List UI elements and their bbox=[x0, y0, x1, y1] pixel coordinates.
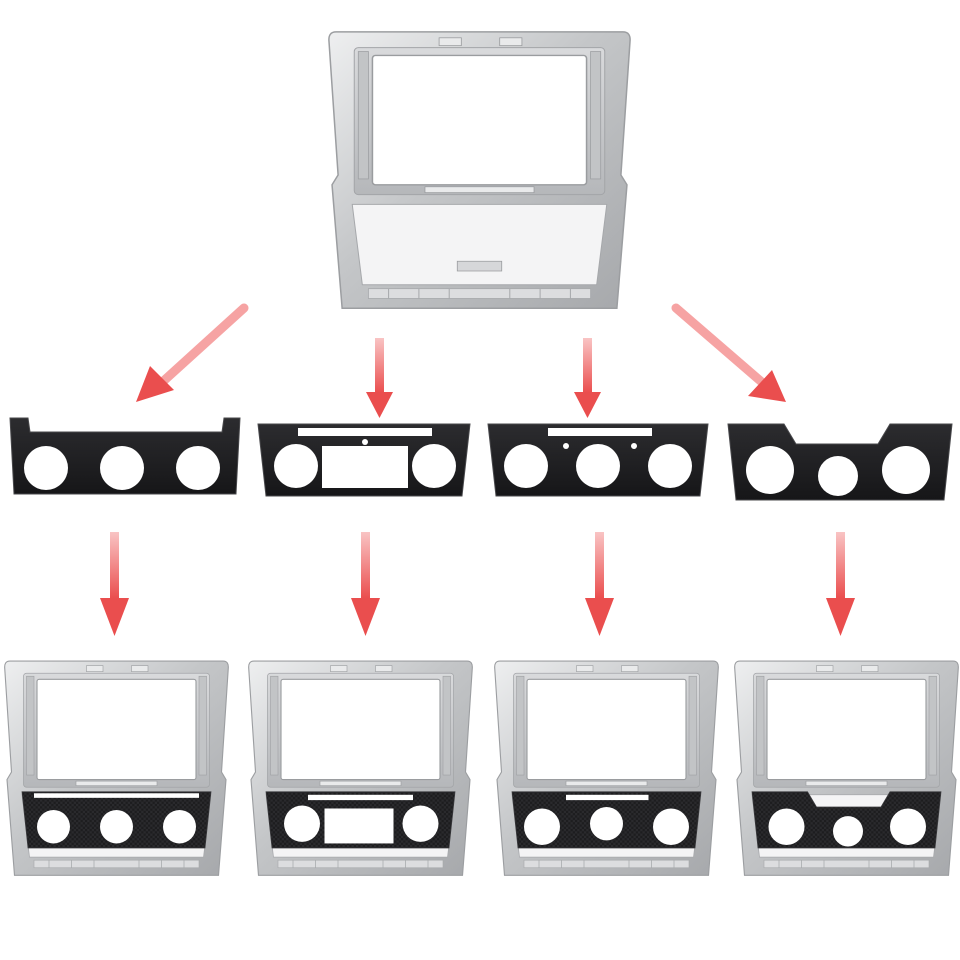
assembly-2 bbox=[248, 660, 473, 876]
arrow-to-assembly-4 bbox=[826, 532, 855, 636]
panel-1 bbox=[9, 417, 241, 495]
panel-4 bbox=[727, 423, 953, 501]
arrow-to-panel-3 bbox=[574, 338, 601, 418]
arrow-to-panel-1 bbox=[136, 303, 249, 402]
arrow-to-assembly-1 bbox=[100, 532, 129, 636]
panel-2 bbox=[257, 423, 471, 497]
arrow-to-assembly-3 bbox=[585, 532, 614, 636]
arrow-to-panel-2 bbox=[366, 338, 393, 418]
main-frame bbox=[328, 31, 631, 310]
panel-3 bbox=[487, 423, 709, 497]
assembly-4 bbox=[734, 660, 959, 876]
arrow-to-panel-4 bbox=[671, 303, 786, 402]
assembly-3 bbox=[494, 660, 719, 876]
assembly-1 bbox=[4, 660, 229, 876]
arrow-to-assembly-2 bbox=[351, 532, 380, 636]
